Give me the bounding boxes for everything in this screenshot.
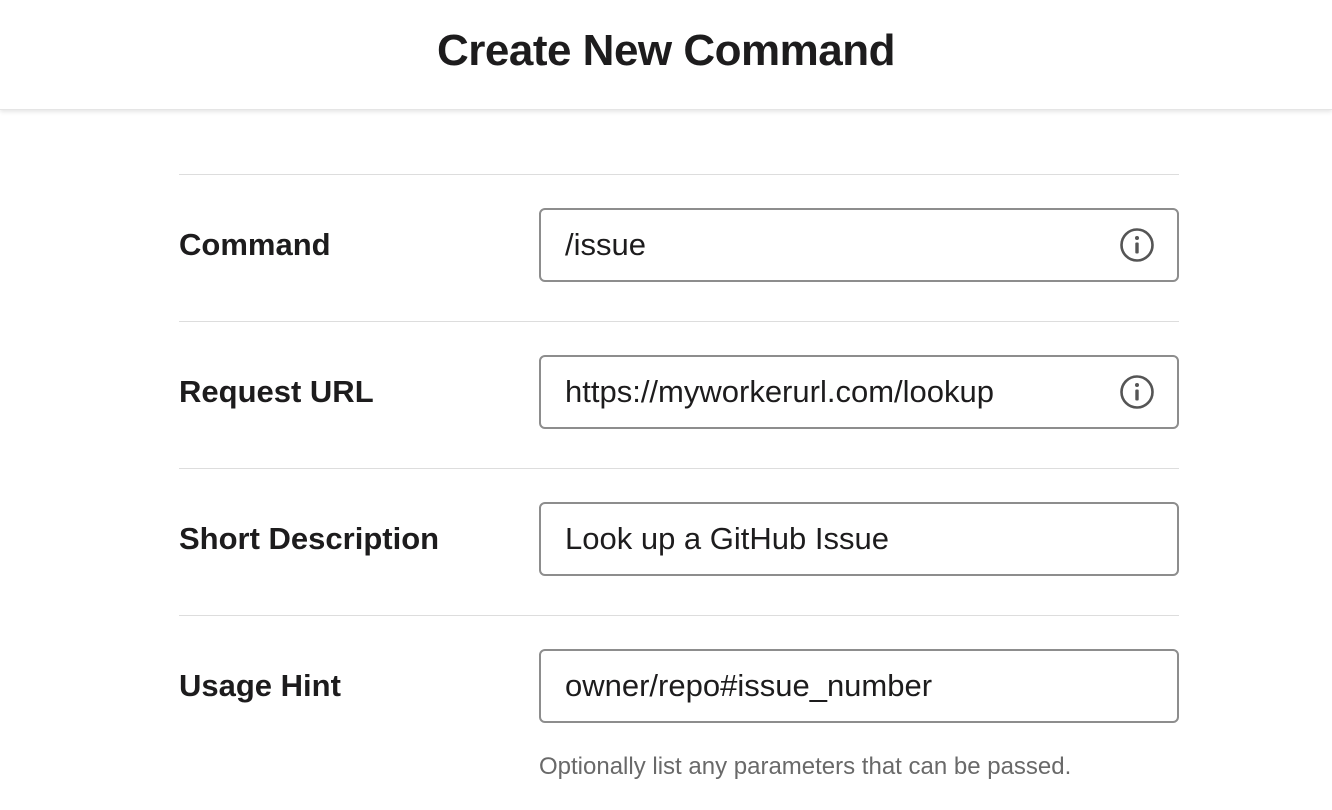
request-url-input[interactable] xyxy=(565,357,1107,427)
request-url-label: Request URL xyxy=(179,374,374,409)
modal-header: Create New Command xyxy=(0,0,1332,110)
info-icon[interactable] xyxy=(1119,227,1155,263)
form-row-usage-hint: Usage Hint xyxy=(179,615,1179,762)
command-field[interactable] xyxy=(539,208,1179,282)
usage-hint-help-text: Optionally list any parameters that can … xyxy=(539,753,1072,780)
short-description-field[interactable] xyxy=(539,502,1179,576)
info-icon[interactable] xyxy=(1119,374,1155,410)
form-row-short-description: Short Description xyxy=(179,468,1179,615)
short-description-label: Short Description xyxy=(179,521,440,556)
usage-hint-input[interactable] xyxy=(565,651,1157,721)
request-url-field[interactable] xyxy=(539,355,1179,429)
usage-hint-field[interactable] xyxy=(539,649,1179,723)
page-title: Create New Command xyxy=(436,26,896,75)
short-description-input[interactable] xyxy=(565,504,1157,574)
create-command-form: Command Request URL Short Description xyxy=(179,174,1179,762)
command-input[interactable] xyxy=(565,210,1107,280)
form-row-request-url: Request URL xyxy=(179,321,1179,468)
command-label: Command xyxy=(179,227,331,262)
form-row-command: Command xyxy=(179,174,1179,321)
usage-hint-label: Usage Hint xyxy=(179,668,341,703)
